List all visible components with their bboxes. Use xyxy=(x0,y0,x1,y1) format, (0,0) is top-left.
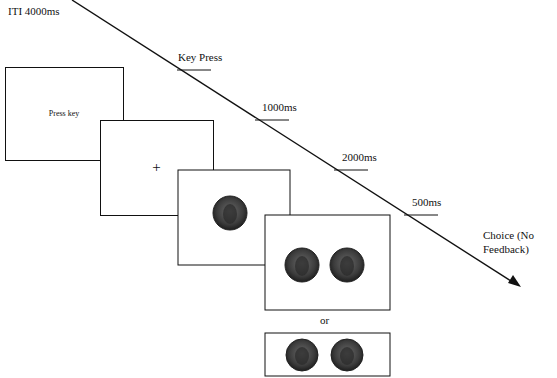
choice-screen xyxy=(265,333,390,376)
time-tick xyxy=(255,120,289,121)
time-tick xyxy=(177,70,211,71)
timeline-label: 2000ms xyxy=(342,150,402,164)
timeline-label: Key Press xyxy=(178,50,248,64)
time-tick xyxy=(334,170,368,171)
choice-screen xyxy=(265,215,390,310)
screen-box: + xyxy=(100,120,213,215)
timeline-label: Choice (No Feedback) xyxy=(483,228,553,256)
screen-text: Press key xyxy=(49,109,79,118)
arrow-head xyxy=(508,275,521,287)
time-tick xyxy=(404,215,438,216)
timeline-label: ITI 4000ms xyxy=(8,4,78,18)
timeline-label: 500ms xyxy=(412,195,472,209)
timeline-label: or xyxy=(320,313,350,327)
screen-text: + xyxy=(152,159,160,176)
screen-box: Press key xyxy=(5,67,123,160)
timeline-label: 1000ms xyxy=(262,100,322,114)
